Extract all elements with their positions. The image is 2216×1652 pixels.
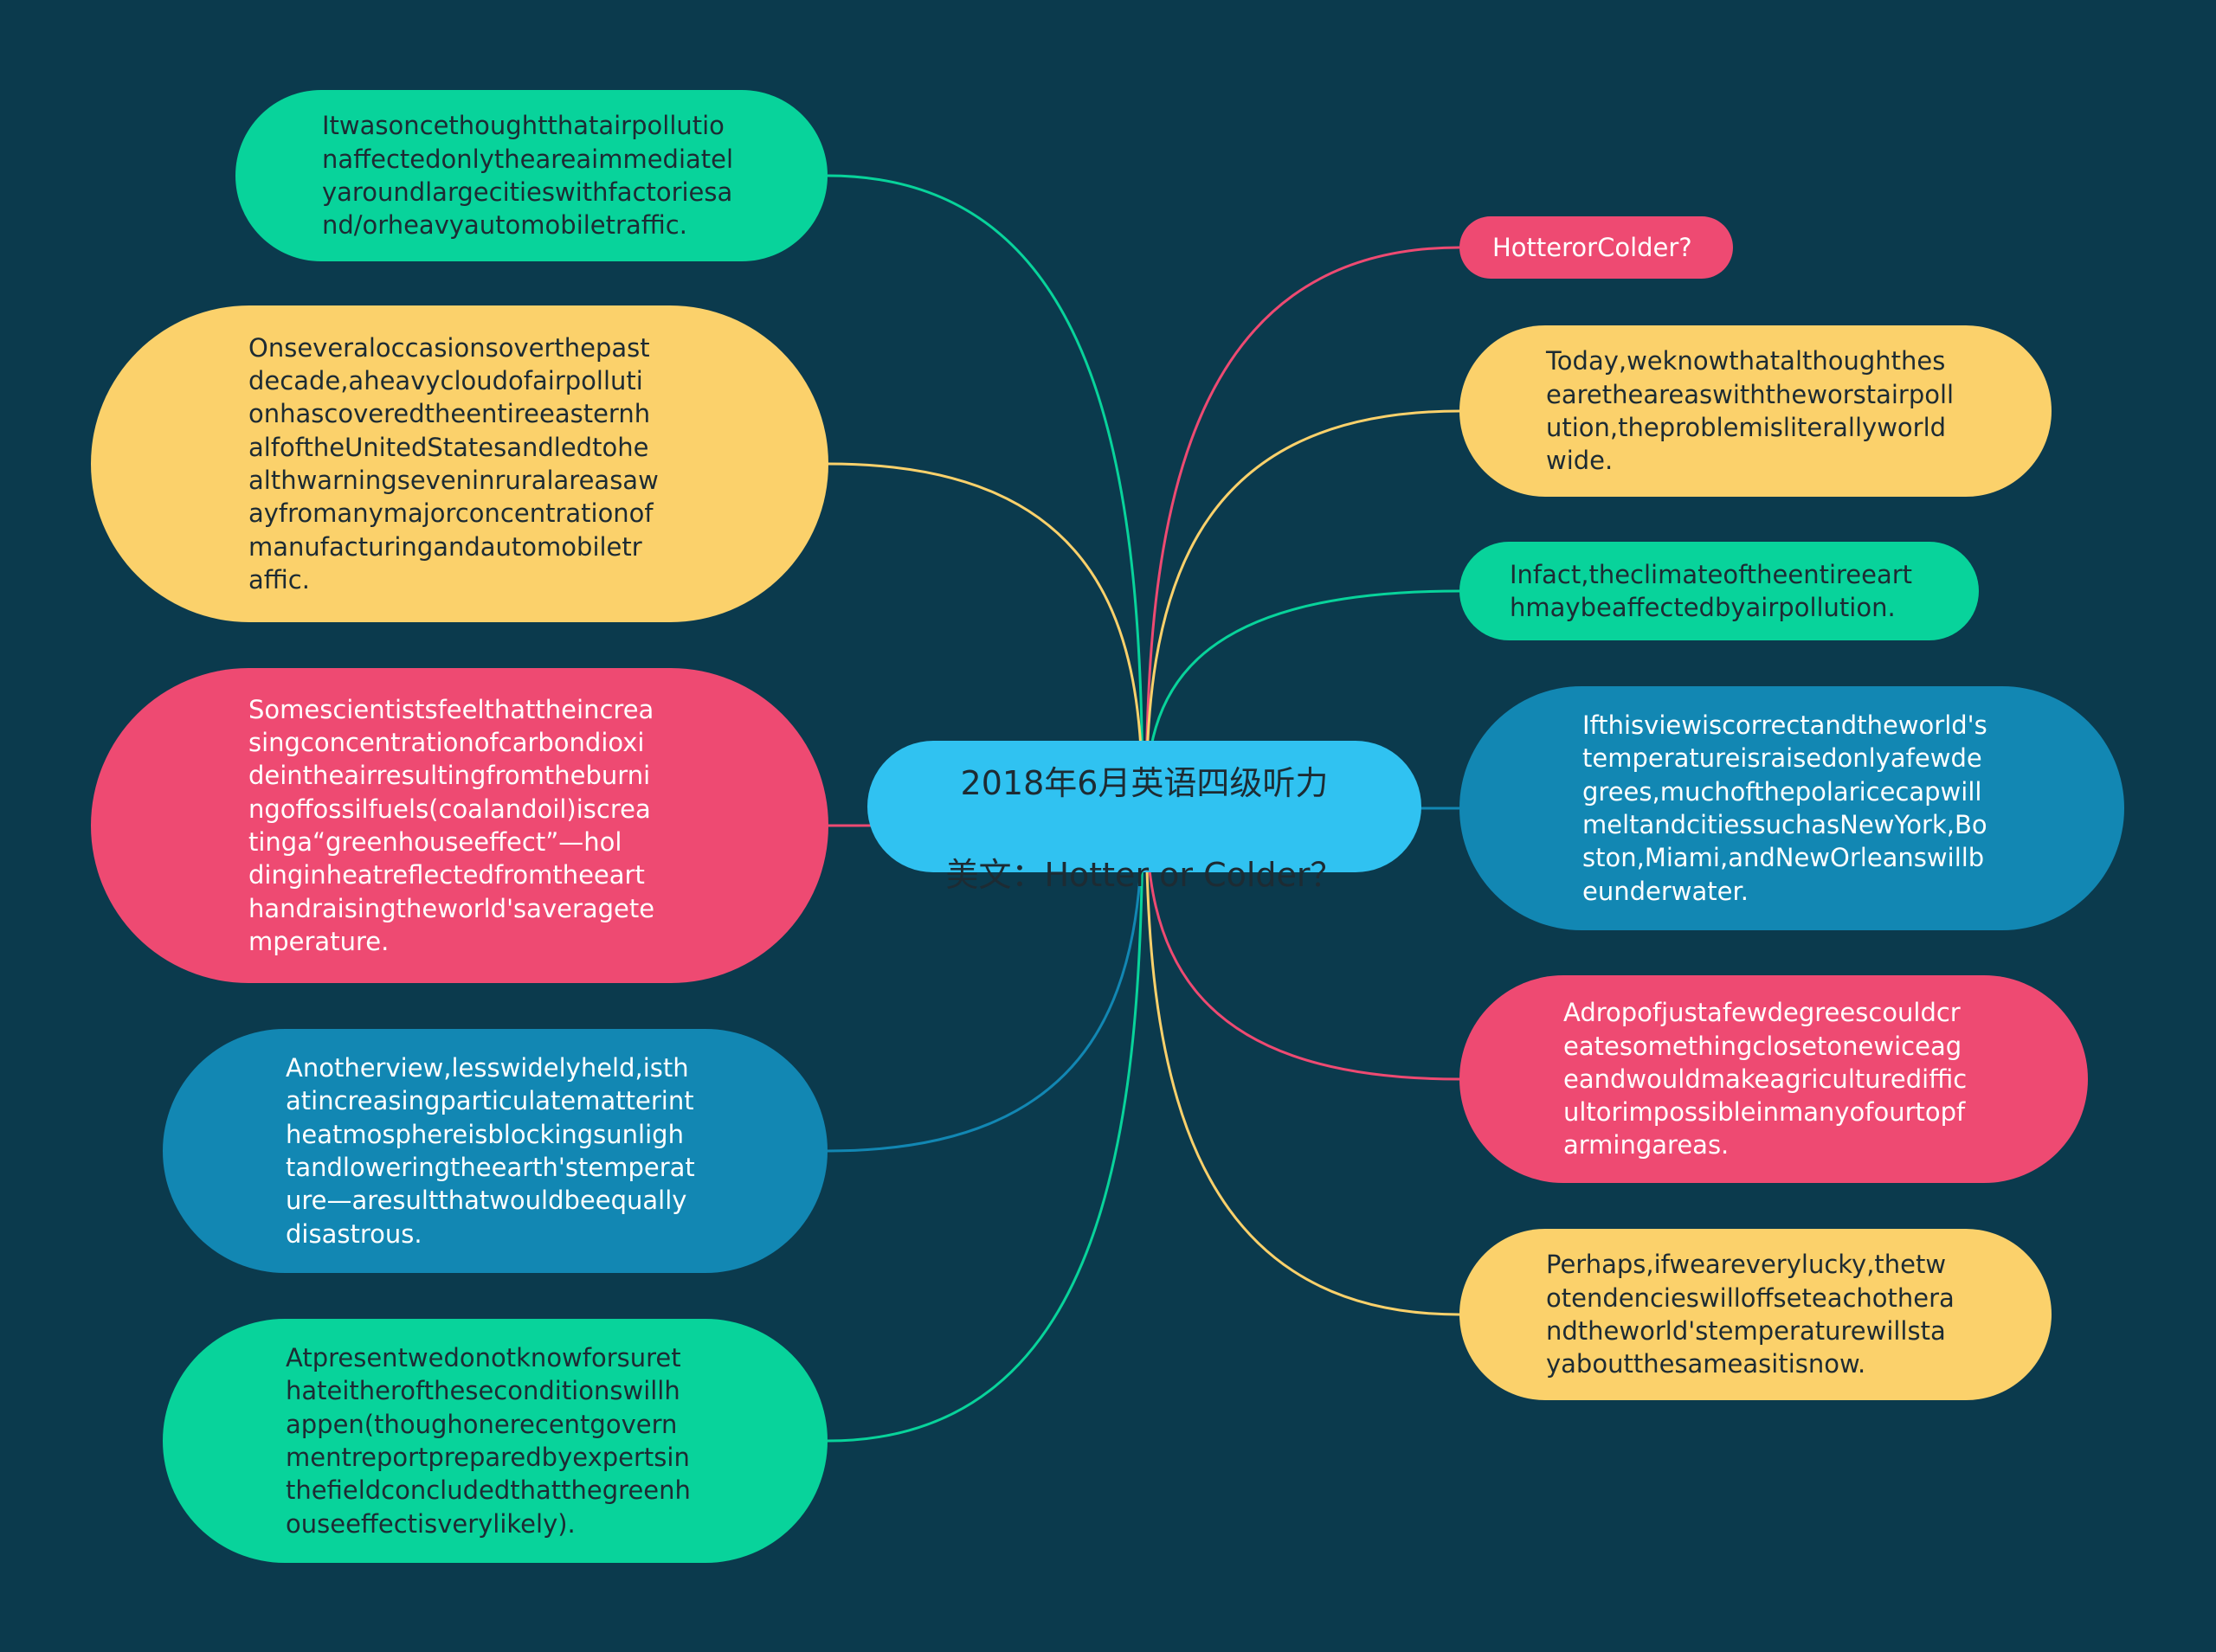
central-topic-line-1: 2018年6月英语四级听力 bbox=[960, 763, 1329, 802]
left-branch-node[interactable]: Anotherview,lesswidelyheld,isth atincrea… bbox=[163, 1029, 828, 1273]
branch-text: Somescientistsfeelthattheincrea singconc… bbox=[248, 694, 655, 956]
branch-text: Itwasoncethoughtthatairpollutio naffecte… bbox=[322, 111, 734, 241]
right-branch-node[interactable]: Infact,theclimateoftheentireeart hmaybea… bbox=[1459, 542, 1979, 640]
left-branch-node[interactable]: Itwasoncethoughtthatairpollutio naffecte… bbox=[235, 90, 828, 261]
connector-line-r-0 bbox=[1144, 246, 1460, 807]
branch-text: Atpresentwedonotknowforsuret hateitherof… bbox=[286, 1343, 691, 1539]
branch-text: HotterorColder? bbox=[1492, 232, 1692, 262]
central-topic[interactable]: 2018年6月英语四级听力 美文：Hotter or Colder？ bbox=[867, 741, 1421, 894]
branch-text: Infact,theclimateoftheentireeart hmaybea… bbox=[1510, 559, 1913, 622]
branch-text: Perhaps,ifweareverylucky,thetw otendenci… bbox=[1546, 1250, 1955, 1379]
connector-line-r-5 bbox=[1144, 806, 1460, 1316]
connector-line-l-0 bbox=[827, 174, 1144, 807]
left-branch-node[interactable]: Somescientistsfeelthattheincrea singconc… bbox=[91, 668, 828, 983]
branch-text: Onseveraloccasionsoverthepast decade,ahe… bbox=[248, 332, 659, 595]
left-branch-node[interactable]: Onseveraloccasionsoverthepast decade,ahe… bbox=[91, 305, 828, 622]
branch-text: Ifthisviewiscorrectandtheworld's tempera… bbox=[1582, 710, 1987, 906]
central-topic-line-2: 美文：Hotter or Colder？ bbox=[945, 856, 1343, 895]
left-branch-node[interactable]: Atpresentwedonotknowforsuret hateitherof… bbox=[163, 1319, 828, 1563]
connector-line-l-4 bbox=[827, 806, 1144, 1443]
branch-text: Adropofjustafewdegreescouldcr eatesometh… bbox=[1563, 998, 1968, 1160]
right-branch-node[interactable]: Perhaps,ifweareverylucky,thetw otendenci… bbox=[1459, 1229, 2052, 1400]
connector-line-r-1 bbox=[1144, 409, 1460, 807]
connector-line-l-1 bbox=[828, 462, 1144, 807]
right-branch-node[interactable]: Ifthisviewiscorrectandtheworld's tempera… bbox=[1459, 686, 2124, 930]
right-branch-node[interactable]: Adropofjustafewdegreescouldcr eatesometh… bbox=[1459, 975, 2088, 1183]
connector-line-l-3 bbox=[827, 806, 1144, 1153]
central-topic-label: 2018年6月英语四级听力 美文：Hotter or Colder？ bbox=[945, 715, 1343, 899]
right-branch-node[interactable]: HotterorColder? bbox=[1459, 216, 1733, 279]
branch-text: Today,weknowthatalthoughthes earethearea… bbox=[1546, 346, 1955, 476]
right-branch-node[interactable]: Today,weknowthatalthoughthes earethearea… bbox=[1459, 325, 2052, 497]
branch-text: Anotherview,lesswidelyheld,isth atincrea… bbox=[286, 1053, 695, 1249]
